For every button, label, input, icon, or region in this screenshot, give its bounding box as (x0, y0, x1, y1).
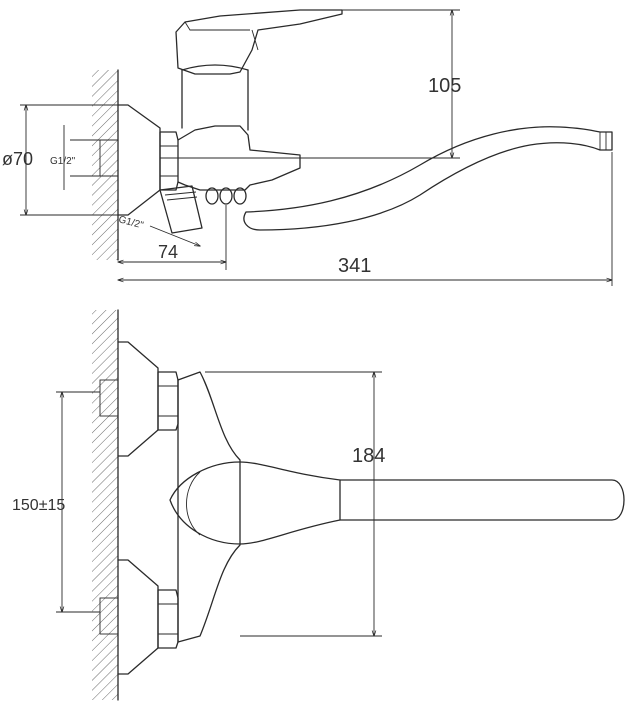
wall-hatch-top (92, 70, 118, 260)
dim-height-105: 105 (428, 75, 461, 97)
dim-reach-341: 341 (338, 255, 371, 277)
wall-flange (117, 104, 161, 216)
connection-nut (159, 131, 179, 191)
handle-hub (169, 461, 341, 545)
spout-plan (339, 479, 625, 521)
dim-inlet-74: 74 (158, 242, 178, 262)
dim-thread-top: G1/2" (50, 156, 76, 167)
dim-spacing-150: 150±15 (12, 497, 65, 514)
wall-flange-upper (117, 341, 159, 457)
wall-hatch-bottom (92, 310, 118, 700)
side-view: 105 ø70 G1/2" G1/2" 74 341 (2, 9, 613, 286)
dim-reach-184: 184 (352, 445, 385, 467)
spout-side (243, 126, 613, 231)
shower-outlet (159, 185, 203, 234)
handle-lever-side (175, 9, 343, 75)
dim-thread-inlet: G1/2" (117, 214, 145, 231)
plan-view: 184 150±15 (12, 309, 625, 701)
dim-flange-diameter: ø70 (2, 149, 33, 169)
wall-flange-lower (117, 559, 159, 675)
mixer-body-plan (177, 371, 241, 643)
